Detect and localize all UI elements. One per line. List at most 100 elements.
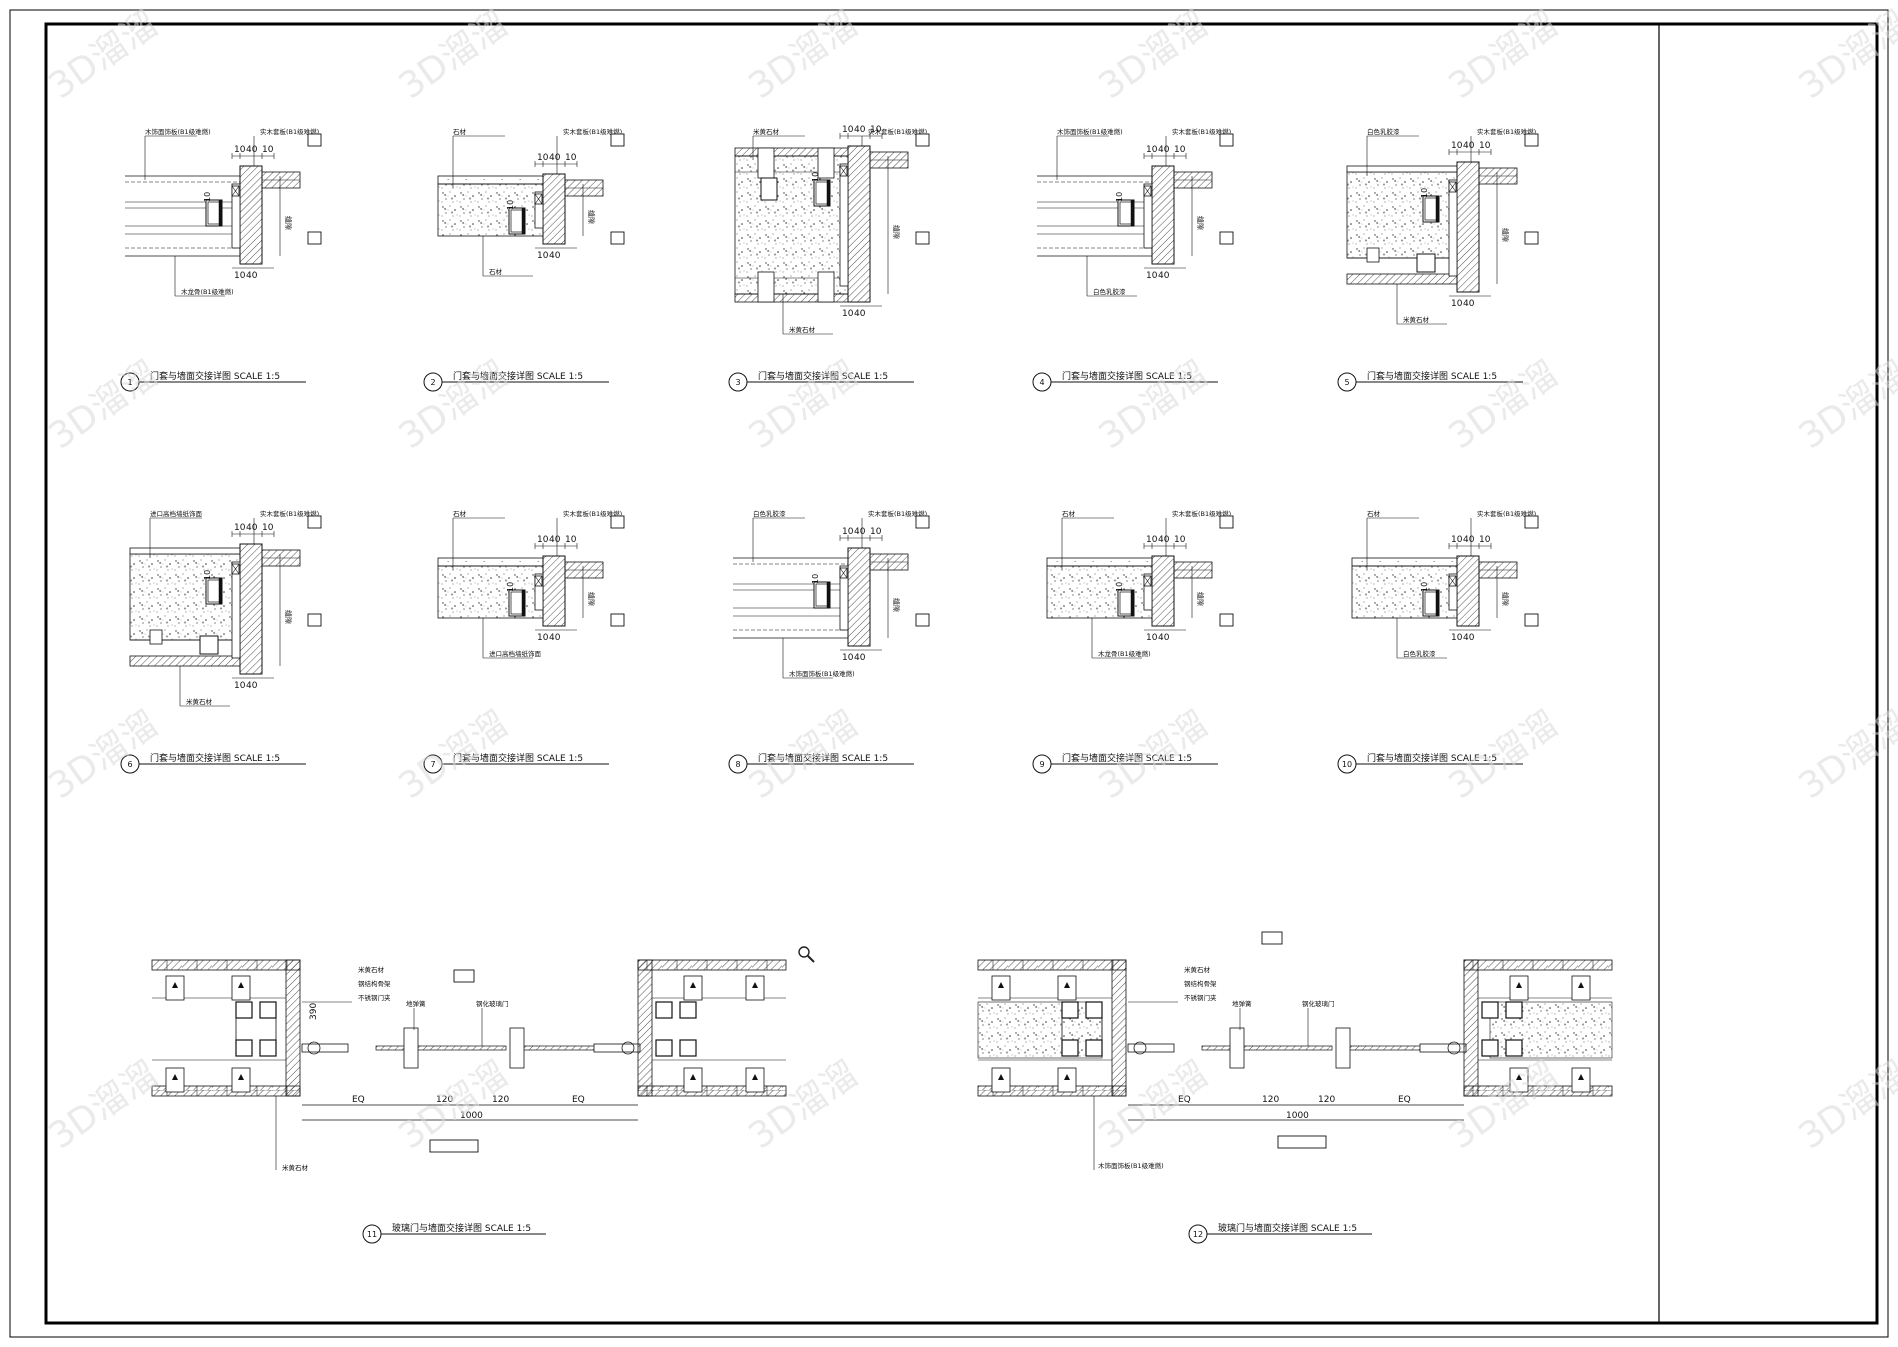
- wood-block-cross: [1448, 575, 1457, 587]
- dim-10: 10: [1451, 141, 1463, 151]
- dim-10b: 10: [1174, 145, 1186, 155]
- detail-title-text: 门套与墙面交接详图 SCALE 1:5: [1367, 370, 1497, 382]
- stone-dot: ·: [1415, 558, 1417, 566]
- floor-spring-2: [1335, 1027, 1351, 1069]
- steel-channel: [1422, 589, 1440, 617]
- paint-layer: [129, 547, 241, 555]
- watermark-text: 3D溜溜: [42, 3, 166, 107]
- anchor-bolt: [1516, 1074, 1522, 1080]
- channel-flange: [1130, 199, 1135, 227]
- dim-10-vertical: 10: [203, 192, 212, 202]
- detail-number: 10: [1342, 760, 1352, 769]
- steel-tube: [1505, 1001, 1523, 1019]
- dim-390: 390: [309, 1003, 319, 1020]
- glass-label-3: 不锈钢门夹: [358, 993, 391, 1002]
- wood-block-cross: [534, 575, 543, 587]
- dim-eq-right: EQ: [1398, 1095, 1411, 1105]
- dim-40: 40: [549, 633, 561, 643]
- glass-label-3: 不锈钢门夹: [1184, 993, 1217, 1002]
- detail-title-text: 玻璃门与墙面交接详图 SCALE 1:5: [392, 1222, 531, 1234]
- channel-inner: [510, 591, 524, 615]
- stone-jamb-right: [1463, 959, 1479, 1097]
- stone-jamb-right: [637, 959, 653, 1097]
- anchor-bracket: [817, 271, 835, 303]
- magnifier-icon[interactable]: [798, 946, 815, 963]
- concrete-wall-left: [977, 1001, 1103, 1059]
- steel-channel: [205, 199, 223, 227]
- reference-box-mid: [1219, 231, 1234, 245]
- detail-title-text: 门套与墙面交接详图 SCALE 1:5: [453, 370, 583, 382]
- stone-facing-top: [1046, 557, 1153, 567]
- stone-dot: ·: [519, 558, 521, 566]
- stone-facing-top: [437, 175, 544, 185]
- watermark-text: 3D溜溜: [1792, 703, 1898, 807]
- anchor-bolt: [238, 982, 244, 988]
- stone-dot: ·: [1074, 558, 1076, 566]
- detail-number: 9: [1039, 760, 1044, 769]
- dim-10b: 10: [262, 523, 274, 533]
- channel-flange: [826, 179, 831, 207]
- anchor-bolt: [1516, 982, 1522, 988]
- stone-dot: ·: [537, 558, 539, 566]
- glass-label-6: 米黄石材: [282, 1163, 309, 1172]
- steel-channel: [813, 179, 831, 207]
- material-label-2: 实木套板(B1级难燃): [1477, 509, 1536, 518]
- glass-label-4: 地弹簧: [406, 999, 426, 1008]
- dim-10b: 10: [1174, 535, 1186, 545]
- anchor-bolt: [172, 1074, 178, 1080]
- jamb-liner: [231, 183, 241, 249]
- steel-tube: [1061, 1039, 1079, 1057]
- steel-tube: [1481, 1039, 1499, 1057]
- watermark-text: 3D溜溜: [1442, 353, 1566, 457]
- dim-joint: 缝隙: [1196, 216, 1205, 230]
- steel-channel: [508, 207, 526, 235]
- dim-10b: 10: [565, 153, 577, 163]
- door-jamb-section: [239, 543, 263, 675]
- dim-10: 10: [1451, 535, 1463, 545]
- dim-joint: 缝隙: [1196, 592, 1205, 606]
- material-label-1: 米黄石材: [753, 127, 780, 136]
- stone-jamb-left: [285, 959, 301, 1097]
- floor-spring-2: [509, 1027, 525, 1069]
- steel-tube: [1505, 1039, 1523, 1057]
- dim-10-vertical: 10: [1115, 582, 1124, 592]
- stone-dot: ·: [483, 176, 485, 184]
- dim-40: 40: [1158, 145, 1170, 155]
- masonry-top-left: [977, 959, 1127, 971]
- dim-10: 10: [234, 681, 246, 691]
- outer-border: [9, 9, 1889, 1338]
- detail-number: 3: [735, 378, 740, 387]
- dim-120-right: 120: [492, 1095, 509, 1105]
- door-jamb-section: [542, 555, 566, 627]
- dim-10: 10: [234, 145, 246, 155]
- dim-eq-left: EQ: [352, 1095, 365, 1105]
- jamb-liner: [1448, 573, 1458, 611]
- detail-number: 11: [367, 1230, 377, 1239]
- plaster-core: [1351, 565, 1458, 619]
- material-label-2: 实木套板(B1级难燃): [1477, 127, 1536, 136]
- glass-label-5: 钢化玻璃门: [1302, 999, 1335, 1008]
- pivot-circle: [1447, 1041, 1461, 1055]
- stone-jamb-left: [1111, 959, 1127, 1097]
- dim-10: 10: [537, 535, 549, 545]
- jamb-liner: [1143, 573, 1153, 611]
- anchor-bolt: [172, 982, 178, 988]
- glass-panel-left: [1201, 1045, 1333, 1051]
- material-label-1: 石材: [1367, 509, 1381, 518]
- dim-1000: 1000: [1286, 1111, 1309, 1121]
- steel-channel: [1422, 195, 1440, 223]
- material-label-2: 实木套板(B1级难燃): [563, 127, 622, 136]
- stone-dot: ·: [1433, 558, 1435, 566]
- material-label-2: 实木套板(B1级难燃): [1172, 127, 1231, 136]
- detail-number: 12: [1193, 1230, 1203, 1239]
- glass-label-5: 钢化玻璃门: [476, 999, 509, 1008]
- door-jamb-section: [1456, 555, 1480, 627]
- stone-dot: ·: [519, 176, 521, 184]
- anchor-bolt: [1064, 982, 1070, 988]
